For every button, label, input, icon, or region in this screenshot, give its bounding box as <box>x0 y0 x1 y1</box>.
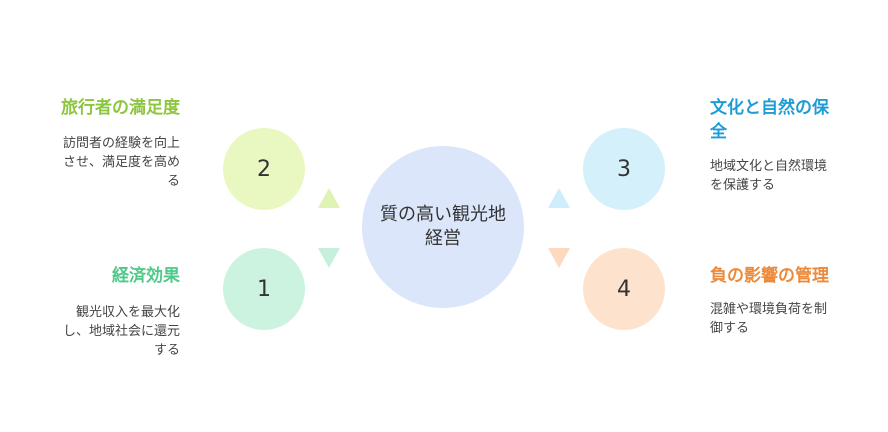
desc-line: 地域文化と自然環境 <box>710 159 828 174</box>
desc-traveler-satisfaction: 訪問者の経験を向上 させ、満足度を高め る <box>20 134 180 191</box>
arrow-down-left-icon <box>318 248 340 268</box>
desc-line: 観光収入を最大化 <box>75 305 180 320</box>
desc-culture-nature: 地域文化と自然環境 を保護する <box>710 157 860 195</box>
title-line: 全 <box>710 122 727 142</box>
title-negative-impact: 負の影響の管理 <box>710 266 829 286</box>
arrow-up-right-icon <box>548 188 570 208</box>
number-label-1: 1 <box>257 276 271 302</box>
desc-line: を保護する <box>710 178 776 193</box>
arrow-up-left-icon <box>318 188 340 208</box>
desc-line: させ、満足度を高め <box>62 155 180 170</box>
desc-line: し、地域社会に還元 <box>62 324 180 339</box>
number-circle-3: 3 <box>583 128 665 210</box>
title-culture-nature: 文化と自然の保 全 <box>710 96 860 144</box>
desc-line: する <box>153 343 180 358</box>
desc-negative-impact: 混雑や環境負荷を制 御する <box>710 300 860 338</box>
desc-line: る <box>166 174 180 189</box>
number-label-4: 4 <box>617 276 631 302</box>
title-economic-effect: 経済効果 <box>112 266 180 286</box>
number-circle-4: 4 <box>583 248 665 330</box>
number-label-2: 2 <box>257 156 271 182</box>
desc-line: 混雑や環境負荷を制 <box>710 302 828 317</box>
number-label-3: 3 <box>617 156 631 182</box>
desc-economic-effect: 観光収入を最大化 し、地域社会に還元 する <box>20 303 180 360</box>
title-line: 文化と自然の保 <box>710 98 829 118</box>
center-label-line2: 経営 <box>425 228 461 249</box>
number-circle-1: 1 <box>223 248 305 330</box>
center-circle: 質の高い観光地 経営 <box>362 146 524 308</box>
center-label-line1: 質の高い観光地 <box>380 204 506 225</box>
arrow-down-right-icon <box>548 248 570 268</box>
desc-line: 訪問者の経験を向上 <box>62 136 180 151</box>
title-traveler-satisfaction: 旅行者の満足度 <box>61 98 180 118</box>
number-circle-2: 2 <box>223 128 305 210</box>
desc-line: 御する <box>710 321 750 336</box>
